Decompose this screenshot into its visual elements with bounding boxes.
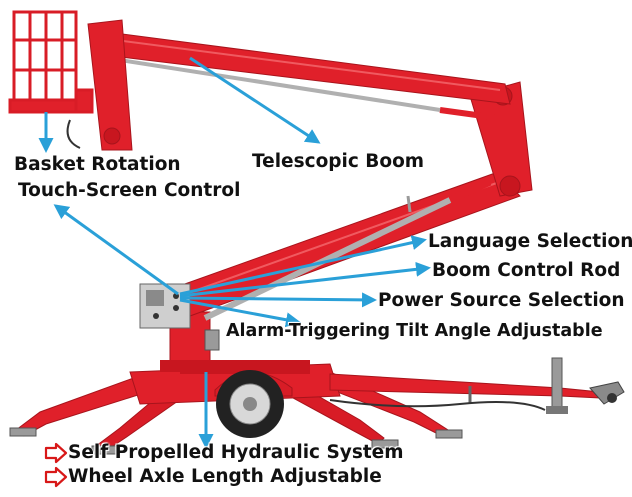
label-language-selection: Language Selection xyxy=(428,231,632,252)
callout-arrows xyxy=(38,56,431,449)
arrow-power-source xyxy=(179,292,377,308)
label-touch-screen-control: Touch-Screen Control xyxy=(18,180,241,201)
label-power-source-selection: Power Source Selection xyxy=(378,290,625,311)
right-arrow-outline-icon xyxy=(44,442,68,464)
arrow-touch-screen xyxy=(53,204,179,296)
label-basket-rotation: Basket Rotation xyxy=(14,154,181,175)
arrow-language xyxy=(179,235,427,296)
arrow-telescopic-boom xyxy=(189,56,321,144)
label-tilt-angle-adjustable: Alarm-Triggering Tilt Angle Adjustable xyxy=(226,321,603,341)
label-wheel-axle-adjustable: Wheel Axle Length Adjustable xyxy=(68,466,382,487)
label-telescopic-boom: Telescopic Boom xyxy=(252,151,425,172)
arrow-boom-control xyxy=(179,261,431,298)
basket xyxy=(8,10,94,114)
control-panel xyxy=(139,283,191,329)
label-boom-control-rod: Boom Control Rod xyxy=(432,260,621,281)
right-arrow-outline-icon xyxy=(44,466,68,488)
label-self-propelled-hydraulic: Self Propelled Hydraulic System xyxy=(68,442,404,463)
wheel xyxy=(216,370,284,438)
upper-boom xyxy=(66,19,511,151)
arrow-tilt-angle xyxy=(179,298,301,328)
